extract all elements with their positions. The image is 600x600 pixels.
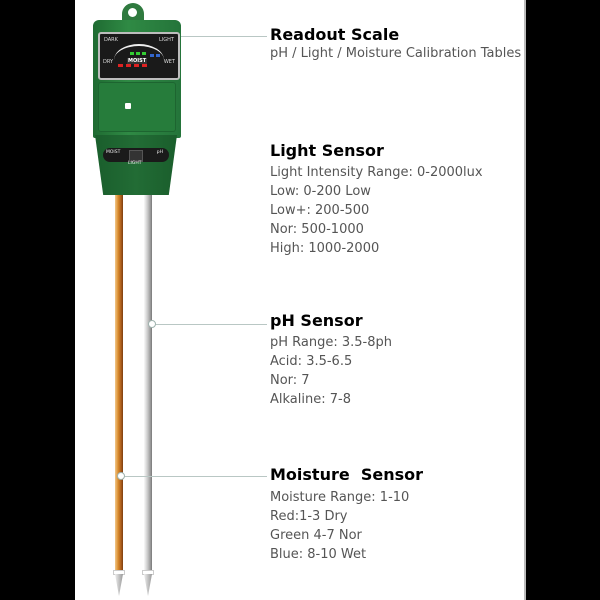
dial-red-mark: [126, 64, 131, 67]
ph-sensor-line: Acid: 3.5-6.5: [270, 354, 353, 369]
right-letterbox: [525, 0, 600, 600]
moisture-sensor-line: Blue: 8-10 Wet: [270, 547, 367, 562]
ph-sensor-line: Nor: 7: [270, 373, 310, 388]
dial-red-mark: [118, 64, 123, 67]
readout-subtitle: pH / Light / Moisture Calibration Tables: [270, 46, 522, 61]
light-sensor-line: High: 1000-2000: [270, 241, 380, 256]
panel-edge: [524, 0, 526, 600]
light-sensor-line: Low+: 200-500: [270, 203, 370, 218]
dial-dark-label: DARK: [104, 37, 118, 43]
readout-callout-line: [181, 36, 267, 37]
dial-red-mark: [142, 64, 147, 67]
light-sensor-line: Light Intensity Range: 0-2000lux: [270, 165, 483, 180]
moisture-sensor-line: Red:1-3 Dry: [270, 509, 348, 524]
ph-sensor-title: pH Sensor: [270, 311, 363, 330]
device-face: [98, 82, 176, 132]
dial-green-mark: [142, 52, 146, 55]
dial-dry-label: DRY: [103, 59, 114, 65]
hanger-hole: [128, 8, 137, 17]
moisture-sensor-line: Moisture Range: 1-10: [270, 490, 410, 505]
ph-sensor-line: pH Range: 3.5-8ph: [270, 335, 393, 350]
switch-ph-label: pH: [156, 150, 163, 155]
dial-light-label: LIGHT: [159, 37, 174, 43]
copper-probe: [115, 195, 123, 570]
moisture-sensor-line: Green 4-7 Nor: [270, 528, 362, 543]
readout-dial: DARK LIGHT DRY WET MOIST: [98, 32, 180, 80]
ph-callout-line: [152, 324, 267, 325]
switch-light-label: LIGHT: [128, 161, 142, 166]
left-letterbox: [0, 0, 75, 600]
dial-blue-mark: [150, 54, 154, 57]
mode-switch[interactable]: MOIST pH LIGHT: [103, 148, 169, 166]
dial-green-mark: [136, 52, 140, 55]
switch-knob[interactable]: [129, 150, 143, 162]
ph-callout-dot: [148, 320, 156, 328]
dial-arc: [114, 44, 164, 76]
silver-probe-tip: [144, 574, 152, 596]
light-sensor-line: Low: 0-200 Low: [270, 184, 371, 199]
moisture-callout-line: [122, 476, 267, 477]
moisture-callout-dot: [117, 472, 125, 480]
dial-blue-mark: [156, 54, 160, 57]
copper-probe-tip: [115, 574, 123, 596]
switch-moist-label: MOIST: [106, 150, 121, 155]
silver-probe: [144, 195, 152, 570]
moisture-sensor-title: Moisture Sensor: [270, 465, 424, 484]
dial-red-mark: [134, 64, 139, 67]
light-sensor-line: Nor: 500-1000: [270, 222, 364, 237]
dial-green-mark: [130, 52, 134, 55]
device-lower-body: [95, 135, 177, 195]
screw-slot: [125, 103, 131, 109]
dial-moist-label: MOIST: [127, 58, 148, 64]
dial-wet-label: WET: [163, 59, 175, 65]
readout-title: Readout Scale: [270, 25, 400, 44]
ph-sensor-line: Alkaline: 7-8: [270, 392, 351, 407]
light-sensor-title: Light Sensor: [270, 141, 384, 160]
